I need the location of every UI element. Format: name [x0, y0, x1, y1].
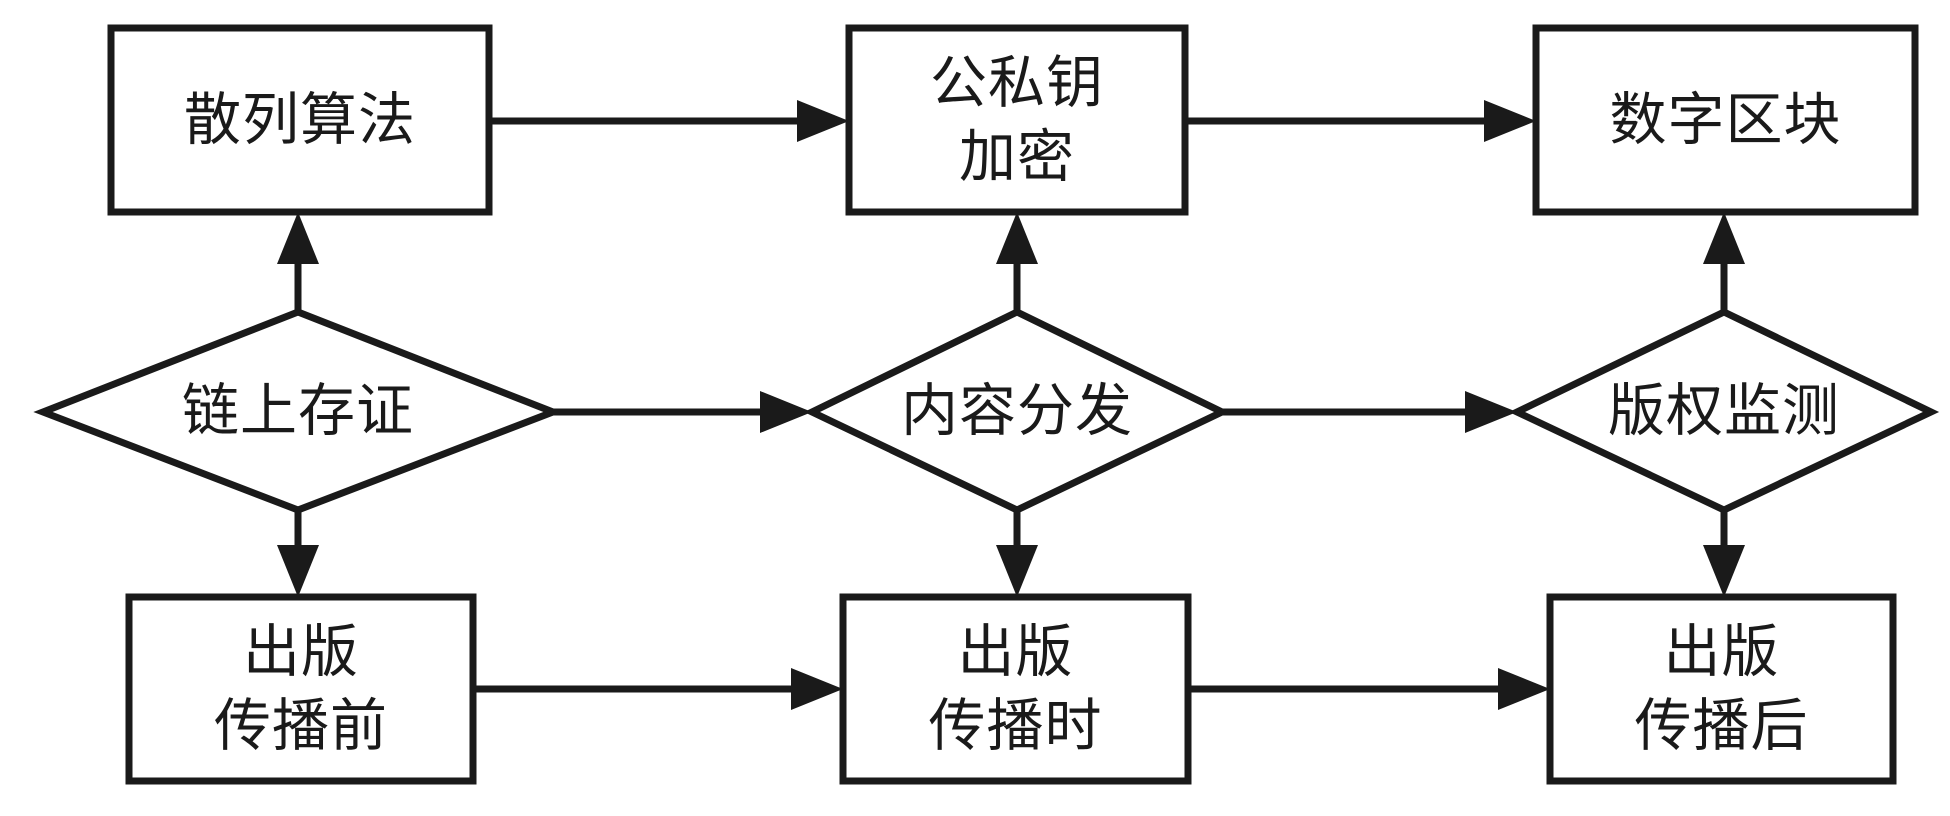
arrow-encryption-to-block — [1185, 100, 1536, 142]
node-box-hash-algorithm — [107, 24, 493, 216]
node-box-after-dissemination — [1546, 593, 1897, 785]
arrowhead-right-icon — [797, 100, 849, 142]
arrow-evidence-to-hash — [277, 212, 319, 312]
arrow-during-to-after — [1188, 668, 1550, 710]
node-diamond-onchain-evidence — [33, 308, 563, 514]
arrow-distribution-to-encryption — [996, 212, 1038, 312]
node-diamond-content-distribution — [803, 308, 1231, 514]
arrow-monitoring-to-after — [1703, 510, 1745, 597]
arrow-distribution-to-during — [996, 510, 1038, 597]
arrowhead-right-icon — [1498, 668, 1550, 710]
node-box-digital-block — [1532, 24, 1919, 216]
arrow-hash-to-encryption — [489, 100, 849, 142]
arrowhead-up-icon — [996, 212, 1038, 264]
arrowhead-up-icon — [1703, 212, 1745, 264]
node-box-key-encryption — [845, 24, 1189, 216]
arrow-monitoring-to-block — [1703, 212, 1745, 312]
arrowhead-right-icon — [1484, 100, 1536, 142]
node-box-during-dissemination — [839, 593, 1192, 785]
arrowhead-right-icon — [1465, 391, 1517, 433]
arrowhead-down-icon — [277, 545, 319, 597]
arrowhead-down-icon — [1703, 545, 1745, 597]
arrowhead-down-icon — [996, 545, 1038, 597]
arrowhead-right-icon — [791, 668, 843, 710]
arrowhead-up-icon — [277, 212, 319, 264]
node-diamond-copyright-monitoring — [1508, 308, 1940, 514]
arrow-before-to-during — [473, 668, 843, 710]
arrow-evidence-to-distribution — [553, 391, 812, 433]
arrow-evidence-to-before — [277, 510, 319, 597]
arrow-distribution-to-monitoring — [1222, 391, 1517, 433]
arrowhead-right-icon — [760, 391, 812, 433]
node-box-before-dissemination — [125, 593, 477, 785]
